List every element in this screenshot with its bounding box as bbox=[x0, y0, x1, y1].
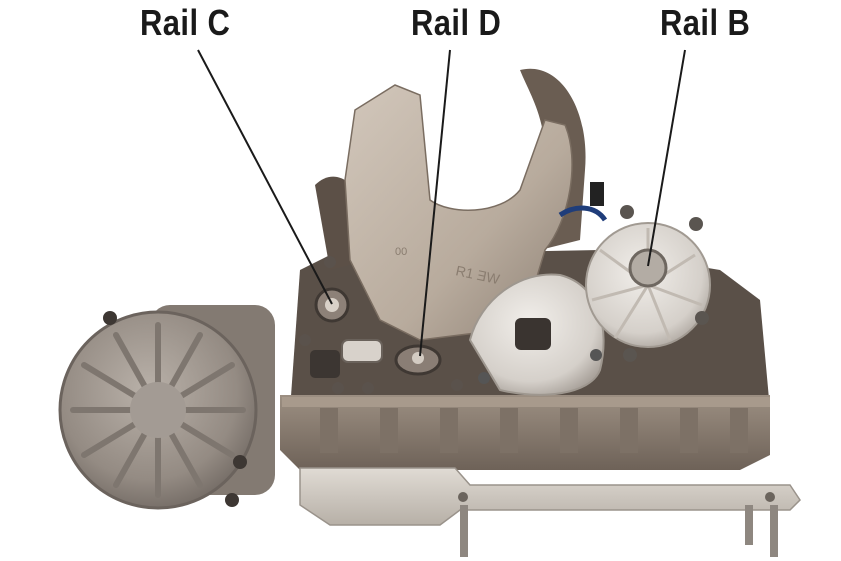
leader-line-rail-b bbox=[647, 49, 686, 267]
svg-text:00: 00 bbox=[395, 246, 407, 258]
rail-c-end bbox=[314, 287, 350, 323]
wire-connector bbox=[558, 182, 608, 222]
position-sensor-middle bbox=[468, 273, 605, 396]
leader-line-rail-c bbox=[197, 49, 333, 305]
mounting-bracket bbox=[299, 467, 801, 557]
rail-b-label: Rail B bbox=[660, 2, 751, 43]
small-solenoid bbox=[310, 339, 383, 378]
position-sensor-right bbox=[585, 205, 711, 362]
rail-d-end bbox=[394, 344, 442, 376]
actuator-motor bbox=[58, 305, 275, 510]
leader-line-rail-d bbox=[419, 49, 451, 357]
rail-d-label: Rail D bbox=[411, 2, 502, 43]
bolts bbox=[299, 256, 463, 394]
rail-c-label: Rail C bbox=[140, 2, 231, 43]
leader-lines bbox=[197, 49, 686, 357]
